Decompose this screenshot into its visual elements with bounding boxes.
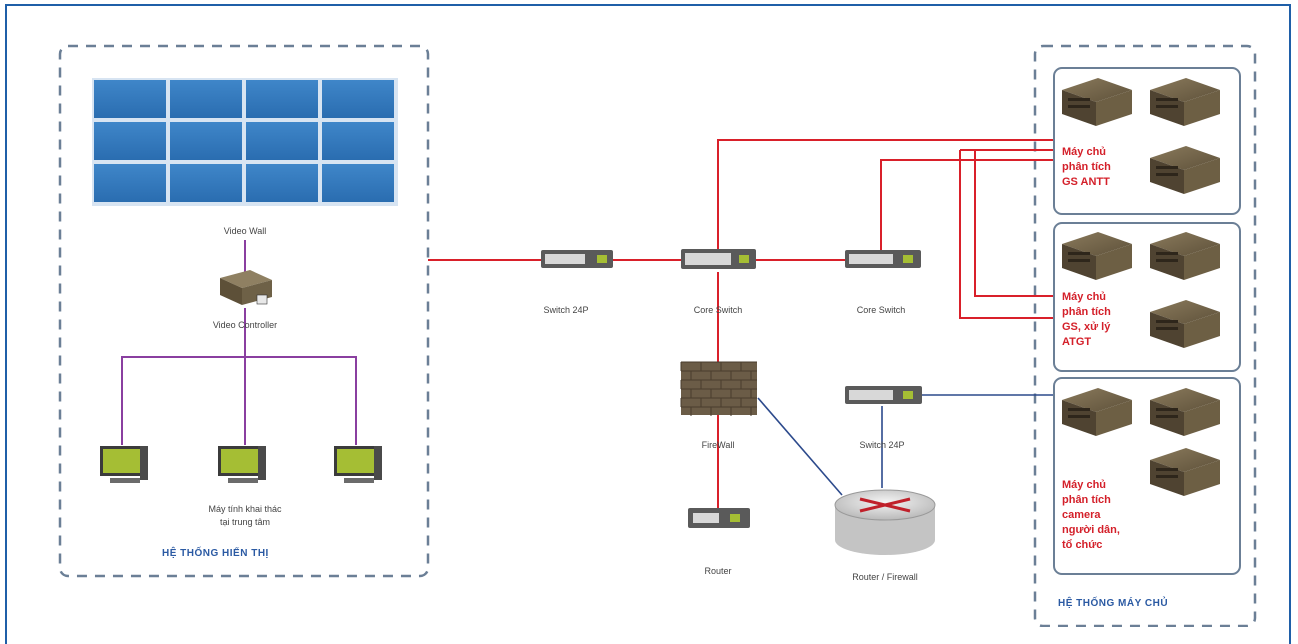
video-wall-tile [246, 164, 318, 202]
workstation-icon [334, 446, 382, 483]
outer-frame [5, 4, 1291, 644]
server-icon [1062, 232, 1132, 280]
router-firewall-icon [834, 489, 936, 555]
core-switch-1-label: Core Switch [693, 305, 743, 315]
workstation-icon [218, 446, 266, 483]
core-switch-2-icon [845, 250, 921, 268]
server-icon [1150, 448, 1220, 496]
workstations-label-line2: tại trung tâm [219, 517, 271, 527]
video-wall-tile [94, 122, 166, 160]
switch-24p-2-icon [845, 386, 922, 404]
display-group-box [58, 44, 430, 578]
video-wall-tile [246, 80, 318, 118]
red-links [428, 139, 1055, 508]
router-firewall-label: Router / Firewall [852, 572, 918, 582]
server-icon [1062, 388, 1132, 436]
server-icon [1150, 388, 1220, 436]
switch-24p-label: Switch 24P [543, 305, 589, 315]
router-icon [688, 508, 750, 528]
video-wall-tile [322, 122, 394, 160]
video-wall-tile [170, 122, 242, 160]
workstation-icon [100, 446, 148, 483]
server-icon [1150, 232, 1220, 280]
network-diagram [58, 44, 1257, 627]
server-cluster-3-text: Máy chủ phân tích camera người dân, tổ c… [1062, 479, 1120, 551]
router-label: Router [704, 566, 732, 576]
core-switch-2-label: Core Switch [856, 305, 906, 315]
video-wall-tile [170, 164, 242, 202]
server-icon [1150, 300, 1220, 348]
core-switch-1-icon [681, 249, 756, 269]
server-cluster-2-text: Máy chủ phân tích GS, xử lý ATGT [1062, 291, 1111, 348]
switch-24p-icon [541, 250, 613, 268]
server-icon [1150, 78, 1220, 126]
display-links [121, 240, 357, 445]
workstations-label-line1: Máy tính khai thác [208, 504, 282, 514]
blue-links [757, 394, 1055, 496]
video-wall-tile [94, 164, 166, 202]
video-wall-tile [94, 80, 166, 118]
switch-24p-2-label: Switch 24P [859, 440, 905, 450]
server-icon [1150, 146, 1220, 194]
display-group-title: HỆ THỐNG HIỂN THỊ [162, 548, 269, 559]
video-wall-tile [322, 80, 394, 118]
firewall-label: FireWall [701, 440, 735, 450]
server-cluster-1-text: Máy chủ phân tích GS ANTT [1062, 146, 1111, 188]
video-controller-icon [220, 270, 272, 305]
video-wall-tile [322, 164, 394, 202]
video-controller-label: Video Controller [212, 320, 278, 330]
video-wall-tile [246, 122, 318, 160]
video-wall-label: Video Wall [223, 226, 267, 236]
server-group-title: HỆ THỐNG MÁY CHỦ [1058, 598, 1169, 609]
server-icon [1062, 78, 1132, 126]
video-wall-tile [170, 80, 242, 118]
